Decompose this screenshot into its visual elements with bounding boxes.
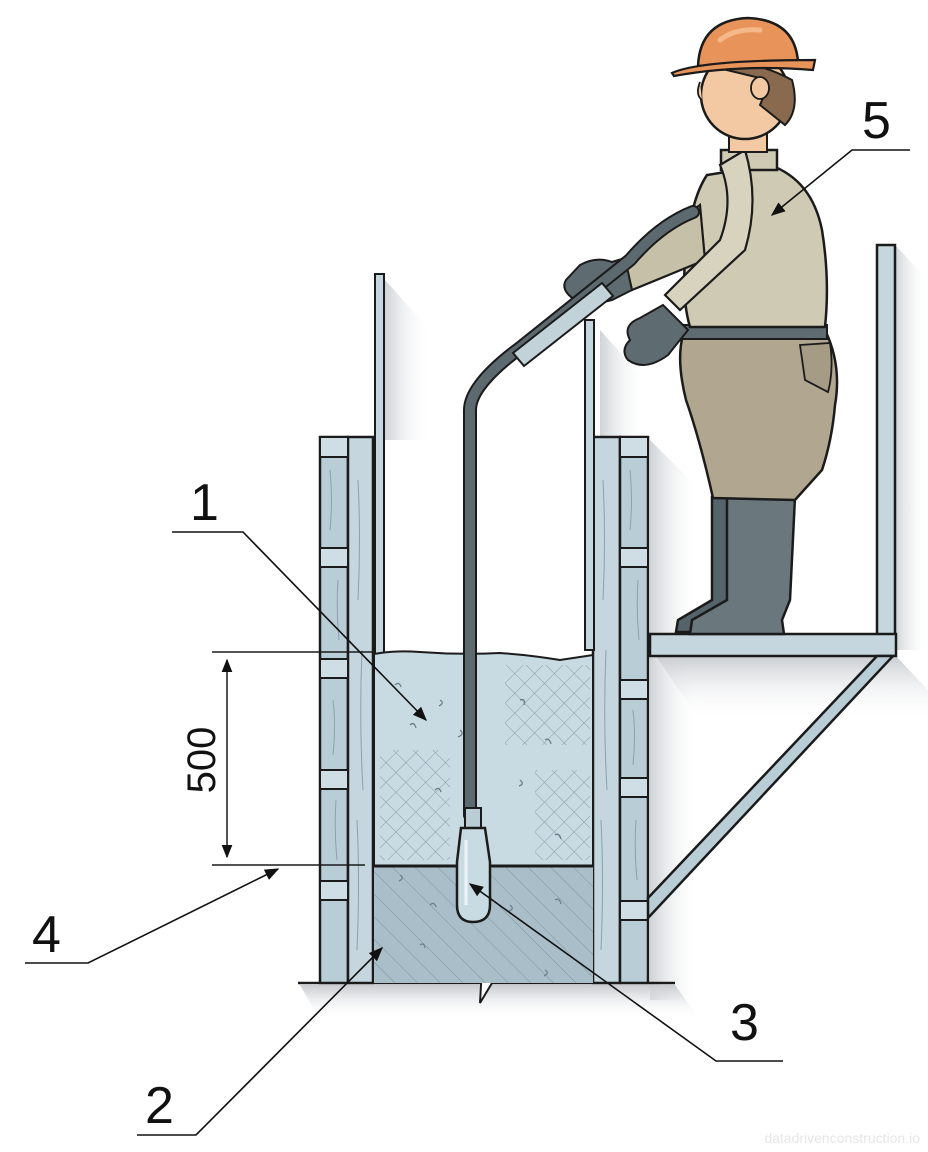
right-formwork — [584, 319, 650, 985]
left-formwork — [318, 273, 385, 985]
concrete-layers — [373, 650, 594, 983]
svg-text:3: 3 — [730, 994, 759, 1052]
callout-3: 3 — [468, 883, 783, 1062]
callout-1: 1 — [172, 474, 428, 722]
watermark: datadrivenconstruction.io — [764, 1130, 920, 1146]
dimension-500: 500 — [180, 651, 374, 866]
callout-5: 5 — [770, 92, 910, 216]
svg-text:4: 4 — [32, 906, 61, 964]
scaffold-platform — [646, 243, 898, 922]
svg-text:2: 2 — [145, 1077, 174, 1135]
dimension-label: 500 — [180, 727, 224, 794]
callout-4: 4 — [25, 868, 280, 964]
callout-2: 2 — [137, 946, 384, 1136]
svg-text:5: 5 — [862, 92, 891, 150]
immersion-vibrator — [455, 205, 700, 924]
worker — [563, 16, 839, 636]
svg-text:1: 1 — [190, 474, 219, 532]
